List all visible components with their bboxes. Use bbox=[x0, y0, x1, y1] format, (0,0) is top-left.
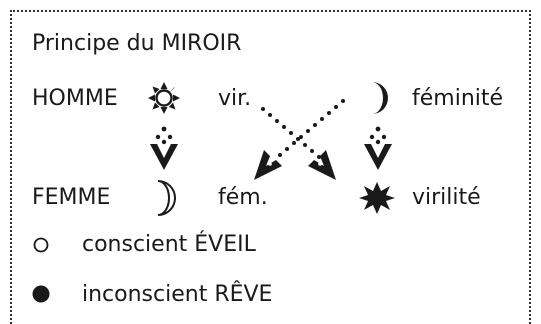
row1-right-label: féminité bbox=[412, 86, 504, 111]
cross-arrows bbox=[254, 99, 345, 180]
vertical-arrow-right bbox=[364, 126, 392, 170]
row2-left-short: fém. bbox=[218, 185, 268, 210]
row1-left-short: vir. bbox=[218, 86, 252, 111]
arrowhead-down-right bbox=[308, 150, 336, 180]
arrowhead-down-left bbox=[254, 150, 282, 180]
row2-right-label: virilité bbox=[412, 185, 481, 210]
diagonal-dots-down-left bbox=[278, 99, 345, 157]
filled-circle-icon bbox=[32, 285, 50, 303]
crescent-moon-outline-icon bbox=[157, 180, 176, 216]
legend-label-conscious: conscient ÉVEIL bbox=[82, 232, 256, 257]
row1-left-label: HOMME bbox=[32, 86, 118, 111]
diagram-title: Principe du MIROIR bbox=[32, 31, 242, 56]
open-circle-icon bbox=[33, 237, 49, 253]
vertical-arrow-left bbox=[150, 126, 178, 170]
crescent-moon-filled-icon bbox=[372, 82, 388, 114]
diagram-frame bbox=[10, 10, 531, 324]
black-star-icon bbox=[359, 182, 395, 214]
diagonal-dots-down-right bbox=[261, 107, 321, 159]
row2-left-label: FEMME bbox=[32, 185, 111, 210]
sun-icon bbox=[148, 82, 180, 114]
legend-label-unconscious: inconscient RÊVE bbox=[82, 282, 273, 307]
